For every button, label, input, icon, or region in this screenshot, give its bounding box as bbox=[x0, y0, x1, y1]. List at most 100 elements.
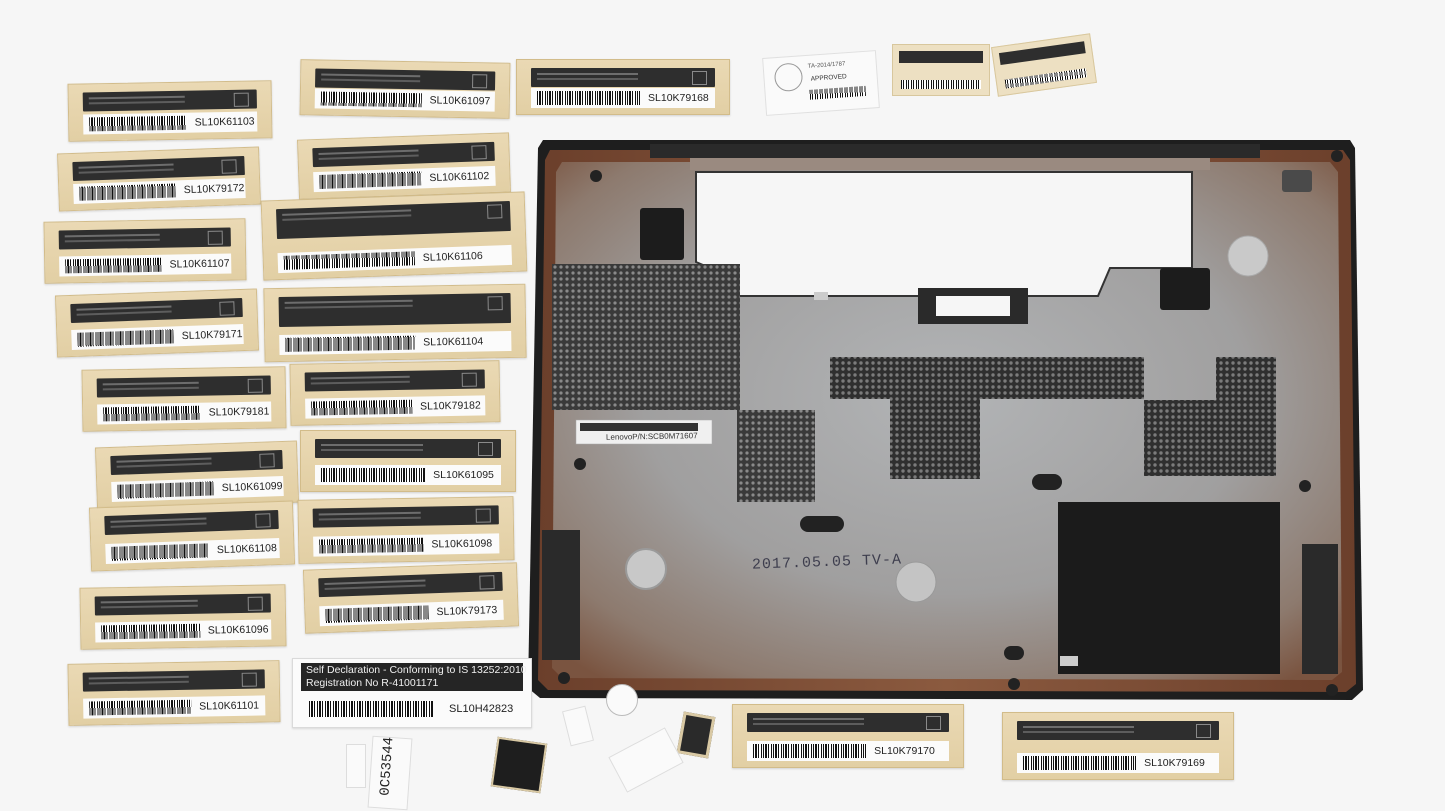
label-code: SL10K61104 bbox=[423, 335, 484, 349]
label-sticker: SL10K61096 bbox=[79, 584, 287, 650]
label-band bbox=[899, 51, 983, 63]
barcode bbox=[103, 405, 201, 422]
declaration-text-block: Self Declaration - Conforming to IS 1325… bbox=[301, 663, 527, 691]
declaration-line-1: Self Declaration - Conforming to IS 1325… bbox=[306, 664, 527, 676]
round-logo-sticker bbox=[606, 684, 638, 716]
label-band bbox=[312, 141, 495, 168]
barcode bbox=[311, 399, 413, 416]
label-band bbox=[318, 571, 503, 598]
label-code: SL10K61096 bbox=[207, 623, 269, 637]
barcode bbox=[1004, 68, 1088, 89]
label-sticker: SL10K79172 bbox=[57, 146, 261, 212]
label-band bbox=[998, 41, 1086, 66]
label-sticker: SL10K79182 bbox=[289, 360, 501, 426]
label-sticker: SL10K61106 bbox=[260, 191, 528, 281]
label-band bbox=[747, 713, 949, 732]
label-band bbox=[72, 156, 245, 182]
label-sticker: SL10K61103 bbox=[67, 80, 273, 142]
label-code: SL10K79168 bbox=[648, 92, 709, 104]
label-sticker: SL10K79181 bbox=[81, 366, 287, 432]
label-sticker: SL10K61095 bbox=[300, 430, 516, 492]
label-sticker: SL10K61097 bbox=[299, 59, 511, 119]
label-sticker: SL10K61102 bbox=[297, 132, 511, 200]
mini-label-sticker bbox=[892, 44, 990, 96]
label-band bbox=[82, 669, 265, 692]
label-code: SL10K61097 bbox=[429, 94, 491, 108]
label-band bbox=[58, 227, 231, 250]
barcode bbox=[309, 701, 433, 717]
barcode bbox=[89, 699, 192, 716]
barcode bbox=[89, 115, 187, 132]
label-sticker: SL10K61098 bbox=[297, 496, 515, 564]
label-band bbox=[1017, 721, 1219, 740]
label-band bbox=[94, 593, 271, 616]
approval-sticker: TA-2014/1787 APPROVED bbox=[762, 50, 880, 116]
label-band bbox=[312, 505, 499, 528]
declaration-code: SL10H42823 bbox=[449, 703, 514, 715]
label-code: SL10K61102 bbox=[429, 170, 490, 185]
barcode bbox=[319, 537, 424, 554]
label-code: SL10K61107 bbox=[169, 257, 230, 271]
label-sticker: SL10K79169 bbox=[1002, 712, 1234, 780]
label-code: SL10K61106 bbox=[422, 249, 483, 265]
barcode bbox=[321, 468, 426, 482]
label-band bbox=[70, 298, 243, 324]
label-sticker: SL10K61099 bbox=[94, 440, 300, 510]
barcode bbox=[753, 744, 867, 758]
label-sticker: SL10K79173 bbox=[302, 562, 520, 634]
declaration-line-2: Registration No R-41001171 bbox=[306, 677, 439, 689]
barcode bbox=[117, 481, 215, 499]
barcode bbox=[319, 171, 422, 189]
black-square-sticker bbox=[490, 736, 548, 794]
label-band bbox=[315, 439, 501, 458]
label-code: SL10K61098 bbox=[431, 537, 493, 551]
label-band bbox=[104, 509, 279, 536]
label-sticker: SL10K61101 bbox=[67, 660, 281, 726]
label-band bbox=[96, 375, 271, 398]
label-code: SL10K79172 bbox=[183, 182, 245, 197]
label-band bbox=[110, 450, 283, 476]
barcode bbox=[320, 91, 422, 108]
label-sticker: SL10K79170 bbox=[732, 704, 964, 768]
barcode bbox=[285, 335, 416, 352]
label-code: SL10K79173 bbox=[436, 604, 498, 619]
label-code: SL10K79182 bbox=[419, 399, 481, 413]
approval-status: APPROVED bbox=[810, 73, 847, 83]
vertical-code-sticker: 0C53544 bbox=[367, 735, 413, 811]
barcode bbox=[79, 183, 176, 201]
label-band bbox=[82, 89, 257, 112]
label-band bbox=[304, 369, 485, 392]
self-declaration-sticker: Self Declaration - Conforming to IS 1325… bbox=[292, 658, 532, 728]
barcode bbox=[901, 80, 981, 89]
label-code: SL10K61099 bbox=[221, 480, 283, 495]
label-band bbox=[531, 68, 715, 87]
base-cover-part-label: LenovoP/N:SCB0M71607 bbox=[605, 431, 698, 442]
label-code: SL10K61101 bbox=[199, 699, 260, 713]
barcode bbox=[101, 623, 200, 640]
barcode bbox=[283, 251, 416, 270]
label-code: SL10K79181 bbox=[208, 405, 270, 419]
barcode bbox=[809, 85, 867, 100]
label-band bbox=[278, 292, 512, 328]
barcode bbox=[111, 543, 210, 561]
barcode bbox=[1023, 756, 1137, 770]
label-code: SL10K61108 bbox=[216, 542, 278, 557]
approval-ta-number: TA-2014/1787 bbox=[807, 61, 846, 70]
label-band bbox=[315, 68, 496, 91]
label-sticker: SL10K61107 bbox=[43, 218, 247, 284]
label-code: SL10K79171 bbox=[181, 328, 243, 343]
barcode bbox=[65, 257, 162, 274]
white-tag-sticker bbox=[346, 744, 366, 788]
seal-logo bbox=[773, 62, 804, 93]
label-code: SL10K61103 bbox=[194, 115, 255, 129]
label-sticker: SL10K61104 bbox=[263, 283, 527, 363]
barcode bbox=[77, 329, 175, 347]
barcode bbox=[325, 605, 429, 623]
label-sticker: SL10K79168 bbox=[516, 59, 730, 115]
vertical-code-text: 0C53544 bbox=[377, 736, 398, 797]
label-sticker: SL10K79171 bbox=[54, 288, 260, 358]
label-sticker: SL10K61108 bbox=[88, 500, 296, 572]
label-code: SL10K79170 bbox=[874, 745, 935, 757]
label-code: SL10K79169 bbox=[1144, 757, 1205, 769]
